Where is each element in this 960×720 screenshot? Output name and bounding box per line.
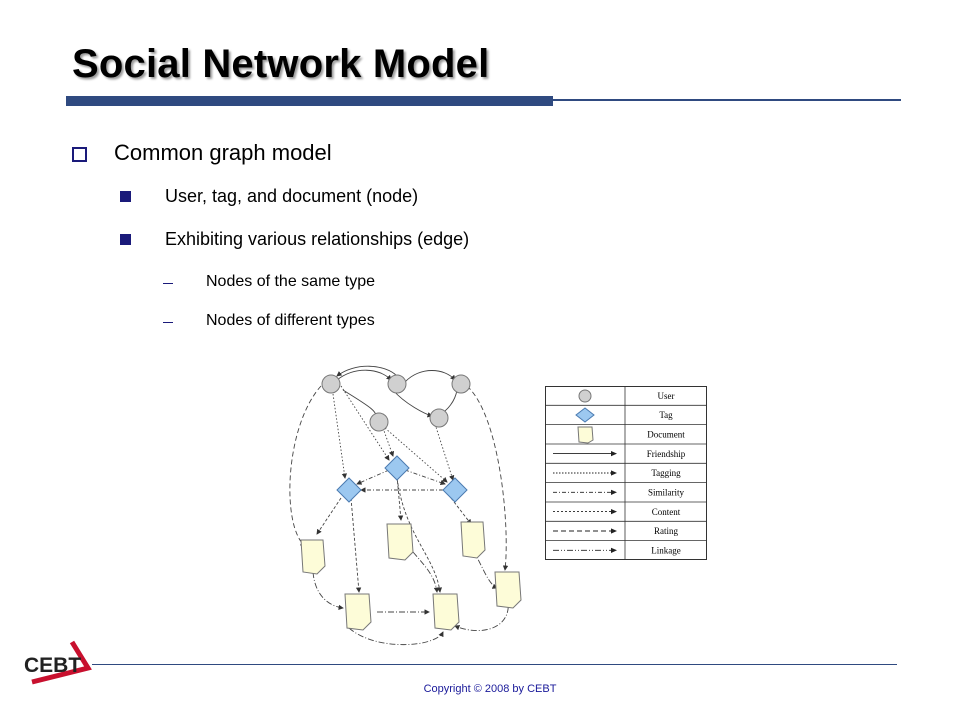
content-edge	[396, 475, 404, 521]
legend-label: Tag	[659, 410, 673, 420]
bullet-level3: Nodes of different types	[163, 312, 375, 330]
content-edge	[450, 497, 472, 525]
user-node-icon	[387, 374, 407, 394]
friendship-edge	[404, 370, 456, 383]
dash-bullet-icon	[163, 282, 173, 284]
document-node-icon	[432, 593, 460, 631]
tagging-edge	[332, 393, 348, 479]
title-underline-thin	[553, 99, 901, 101]
document-node-icon	[494, 571, 522, 609]
friendship-edge	[336, 369, 392, 381]
user-node-icon	[321, 374, 341, 394]
hollow-square-bullet-icon	[72, 146, 87, 162]
cebt-logo-text: CEBT	[24, 654, 81, 677]
rating-edge	[466, 385, 509, 571]
edge-node-legend: User Tag Document Friendship Tagging Sim…	[545, 386, 707, 560]
filled-square-bullet-icon	[120, 234, 131, 245]
user-node-icon	[369, 412, 389, 432]
document-node-icon	[386, 523, 414, 561]
tagging-edge	[340, 385, 390, 461]
content-edge	[316, 497, 342, 535]
bullet-level2: Exhibiting various relationships (edge)	[120, 229, 469, 250]
bullet-level2-text: Exhibiting various relationships (edge)	[165, 229, 470, 249]
legend-label: Rating	[654, 526, 678, 536]
user-node-icon	[451, 374, 471, 394]
social-network-graph	[289, 365, 522, 645]
copyright-text: Copyright © 2008 by CEBT	[423, 683, 557, 695]
tag-node-icon	[384, 455, 410, 481]
filled-square-bullet-icon	[120, 191, 131, 202]
friendship-edge	[336, 365, 398, 377]
tagging-edge	[434, 423, 455, 481]
user-node-icon	[429, 408, 449, 428]
legend-label: Friendship	[647, 449, 686, 459]
bullet-level1: Common graph model	[72, 140, 332, 166]
tag-diamond-icon	[575, 407, 595, 423]
title-underline-thick	[66, 96, 553, 106]
legend-label: Linkage	[651, 546, 681, 556]
document-node-icon	[344, 593, 372, 631]
legend-label: Content	[652, 507, 681, 517]
bullet-level3-text: Nodes of the same type	[206, 273, 375, 290]
similarity-edge	[404, 469, 446, 486]
bullet-level1-text: Common graph model	[114, 140, 332, 165]
similarity-edge	[356, 469, 390, 485]
bullet-level2: User, tag, and document (node)	[120, 186, 418, 207]
tag-node-icon	[442, 477, 468, 503]
content-edge	[396, 477, 443, 593]
bullet-level3-text: Nodes of different types	[206, 312, 375, 329]
legend-label: User	[658, 391, 675, 401]
slide-title: Social Network Model	[72, 42, 490, 86]
cebt-logo: CEBT	[24, 640, 92, 685]
friendship-edge	[342, 389, 380, 419]
tag-node-icon	[336, 477, 362, 503]
linkage-edge	[312, 571, 344, 611]
bullet-level2-text: User, tag, and document (node)	[165, 186, 419, 206]
document-page-icon	[577, 426, 594, 444]
document-node-icon	[460, 521, 486, 559]
legend-label: Similarity	[648, 488, 685, 498]
legend-label: Document	[647, 430, 685, 440]
document-node-icon	[300, 539, 326, 575]
tagging-edge	[382, 427, 395, 457]
user-circle-icon	[578, 389, 592, 403]
content-edge	[350, 497, 362, 593]
linkage-edge	[348, 627, 444, 645]
bullet-level3: Nodes of the same type	[163, 273, 375, 291]
dash-bullet-icon	[163, 321, 173, 323]
rating-edge	[289, 385, 322, 547]
legend-label: Tagging	[651, 468, 681, 478]
footer-divider	[92, 664, 897, 665]
friendship-edge	[392, 389, 433, 418]
linkage-edge	[412, 551, 440, 593]
